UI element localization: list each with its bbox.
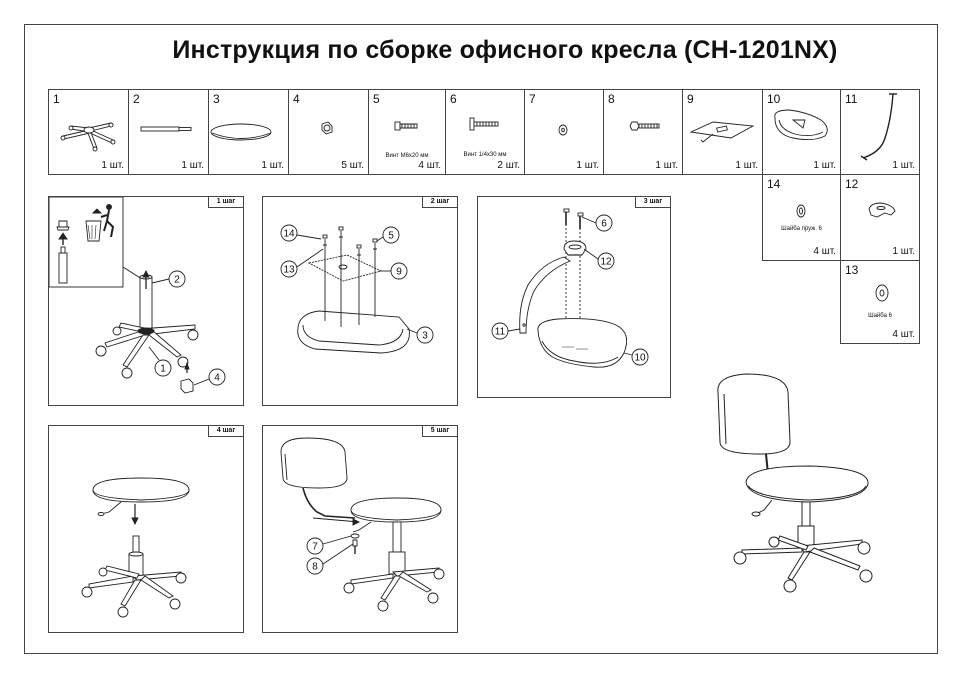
part-cell-1: 1 1 шт. [48, 89, 129, 175]
screw-m6-icon [394, 121, 418, 131]
flat-washer-icon [875, 284, 889, 302]
part-cell-12: 12 1 шт. [840, 174, 920, 261]
part-quantity: 4 шт. [892, 329, 915, 340]
gas-lift-icon [140, 126, 192, 132]
caster-wheel-icon [321, 121, 333, 135]
part-cell-8: 8 1 шт. [603, 89, 683, 175]
callout-11: 11 [495, 327, 506, 338]
part-quantity: 1 шт. [655, 160, 678, 171]
part-number: 7 [529, 92, 536, 106]
part-number: 10 [767, 92, 781, 106]
part-cell-11: 11 1 шт. [840, 89, 920, 175]
callout-10: 10 [634, 353, 646, 364]
part-number: 11 [845, 92, 858, 106]
step-label: 3 шаг [635, 197, 670, 208]
callout-1: 1 [160, 364, 166, 375]
step-1-diagram: 2 1 4 [49, 197, 226, 394]
step-5-panel: 5 шаг [262, 425, 458, 633]
part-quantity: 1 шт. [813, 160, 836, 171]
part-quantity: 1 шт. [892, 246, 915, 257]
seat-shell-icon [774, 109, 828, 141]
step-4-panel: 4 шаг [48, 425, 244, 633]
part-cell-2: 2 1 шт. [128, 89, 209, 175]
callout-7: 7 [312, 542, 318, 553]
callout-4: 4 [214, 373, 220, 384]
callout-3: 3 [422, 331, 428, 342]
part-cell-7: 7 1 шт. [524, 89, 604, 175]
page-frame [24, 24, 938, 654]
part-quantity: 1 шт. [181, 160, 204, 171]
part-cell-10: 10 1 шт. [762, 89, 841, 175]
part-cell-6: 6 Винт 1/4х30 мм 2 шт. [445, 89, 525, 175]
part-number: 14 [767, 177, 781, 191]
callout-9: 9 [396, 267, 402, 278]
part-number: 12 [845, 177, 859, 191]
step-4-diagram [81, 477, 190, 618]
mechanism-plate-icon [689, 121, 755, 143]
part-description: Шайба 6 [868, 313, 892, 319]
part-quantity: 1 шт. [261, 160, 284, 171]
step-2-diagram: 14 13 5 9 3 [280, 224, 434, 354]
part-description: Винт 1/4х30 мм [463, 152, 507, 158]
part-cell-14: 14 Шайба пруж. 6 4 шт. [762, 174, 841, 261]
part-number: 3 [213, 92, 220, 106]
step-3-diagram: 6 12 11 10 [491, 208, 649, 368]
screw-quarter-inch-icon [469, 117, 499, 131]
callout-8: 8 [312, 562, 318, 573]
part-cell-13: 13 Шайба 6 4 шт. [840, 260, 920, 344]
step-5-diagram: 7 8 [280, 437, 445, 612]
part-number: 6 [450, 92, 457, 106]
part-number: 5 [373, 92, 380, 106]
step-3-panel: 3 шаг [477, 196, 671, 398]
part-quantity: 1 шт. [101, 160, 124, 171]
spring-washer-icon [796, 204, 806, 218]
caster-wheels [95, 326, 199, 379]
part-quantity: 4 шт. [813, 246, 836, 257]
callout-6: 6 [601, 219, 607, 230]
seat-cushion-icon [210, 123, 272, 141]
part-quantity: 2 шт. [497, 160, 520, 171]
part-number: 1 [53, 92, 60, 106]
bracket-icon [868, 202, 896, 218]
part-cell-4: 4 5 шт. [288, 89, 369, 175]
part-cell-3: 3 1 шт. [208, 89, 289, 175]
part-quantity: 1 шт. [892, 160, 915, 171]
trash-bin-icon [85, 204, 115, 242]
backrest-bar-icon [860, 93, 897, 161]
five-star-base-icon [60, 122, 116, 152]
callout-14: 14 [283, 229, 295, 240]
step-label: 4 шаг [208, 426, 243, 437]
step-1-panel: 1 шаг [48, 196, 244, 406]
step-label: 2 шаг [422, 197, 457, 208]
washer-icon [558, 124, 568, 136]
part-number: 13 [845, 263, 859, 277]
assembled-chair-illustration [717, 373, 873, 593]
part-number: 2 [133, 92, 140, 106]
callout-13: 13 [283, 265, 295, 276]
part-number: 9 [687, 92, 694, 106]
callout-2: 2 [174, 275, 180, 286]
part-cell-9: 9 1 шт. [682, 89, 763, 175]
step-label: 5 шаг [422, 426, 457, 437]
part-number: 4 [293, 92, 300, 106]
hex-bolt-icon [629, 121, 660, 131]
part-cell-5: 5 Винт М6х20 мм 4 шт. [368, 89, 446, 175]
part-quantity: 4 шт. [418, 160, 441, 171]
part-quantity: 1 шт. [735, 160, 758, 171]
part-quantity: 1 шт. [576, 160, 599, 171]
callout-5: 5 [388, 231, 394, 242]
step-2-panel: 2 шаг [262, 196, 458, 406]
callout-12: 12 [600, 257, 612, 268]
page-title: Инструкция по сборке офисного кресла (CH… [172, 36, 838, 64]
part-description: Шайба пруж. 6 [781, 226, 822, 232]
part-quantity: 5 шт. [341, 160, 364, 171]
part-number: 8 [608, 92, 615, 106]
part-description: Винт М6х20 мм [385, 153, 429, 159]
step-label: 1 шаг [208, 197, 243, 208]
